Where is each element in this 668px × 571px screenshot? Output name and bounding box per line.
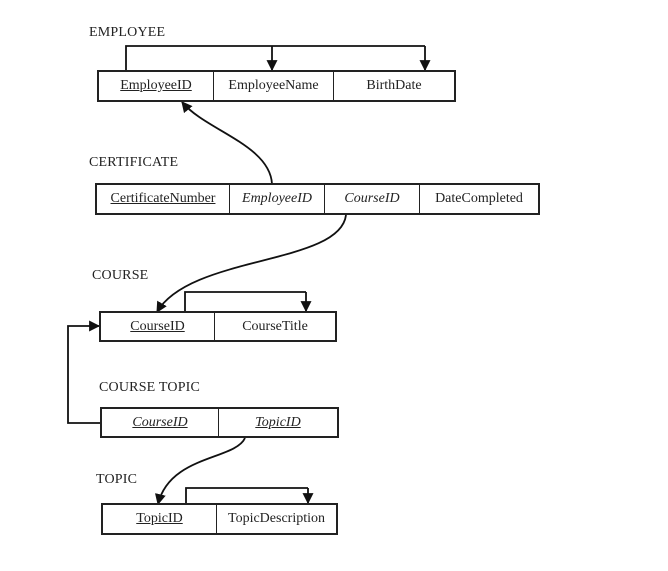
course-title: COURSE	[92, 268, 149, 283]
certificate-certificatenumber-cell: CertificateNumber	[97, 185, 230, 213]
employee-employeeid-cell: EmployeeID	[99, 72, 214, 100]
course-topic-title: COURSE TOPIC	[99, 380, 201, 395]
certificate-datecompleted-cell: DateCompleted	[435, 191, 523, 206]
fk-arrow-coursetopic-topic	[155, 437, 246, 506]
employee-employeename-cell: EmployeeName	[214, 72, 334, 100]
employee-birthdate-cell: BirthDate	[366, 78, 422, 93]
employee-table: EmployeeID EmployeeName BirthDate	[97, 70, 456, 102]
certificate-table: CertificateNumber EmployeeID CourseID Da…	[95, 183, 540, 215]
course-topic-table: CourseID TopicID	[100, 407, 339, 438]
certificate-title: CERTIFICATE	[89, 155, 179, 170]
topic-topicid-cell: TopicID	[103, 505, 217, 533]
course-topic-courseid-cell: CourseID	[102, 409, 219, 436]
topic-table: TopicID TopicDescription	[101, 503, 338, 535]
topic-topicdescription-cell: TopicDescription	[228, 511, 325, 526]
course-coursetitle-cell: CourseTitle	[242, 318, 308, 334]
certificate-employeeid-cell: EmployeeID	[230, 185, 325, 213]
topic-title: TOPIC	[96, 472, 138, 487]
certificate-courseid-cell: CourseID	[325, 185, 420, 213]
course-topic-topicid-cell: TopicID	[255, 414, 301, 430]
course-fd-line	[184, 291, 306, 312]
employee-fd-line	[125, 45, 425, 71]
fk-arrow-certificate-course	[156, 214, 347, 313]
course-courseid-cell: CourseID	[101, 313, 215, 340]
fk-arrow-coursetopic-course	[67, 320, 101, 424]
topic-fd-line	[185, 487, 308, 504]
employee-title: EMPLOYEE	[89, 25, 166, 40]
fk-arrow-certificate-employee	[181, 101, 273, 185]
course-table: CourseID CourseTitle	[99, 311, 337, 342]
